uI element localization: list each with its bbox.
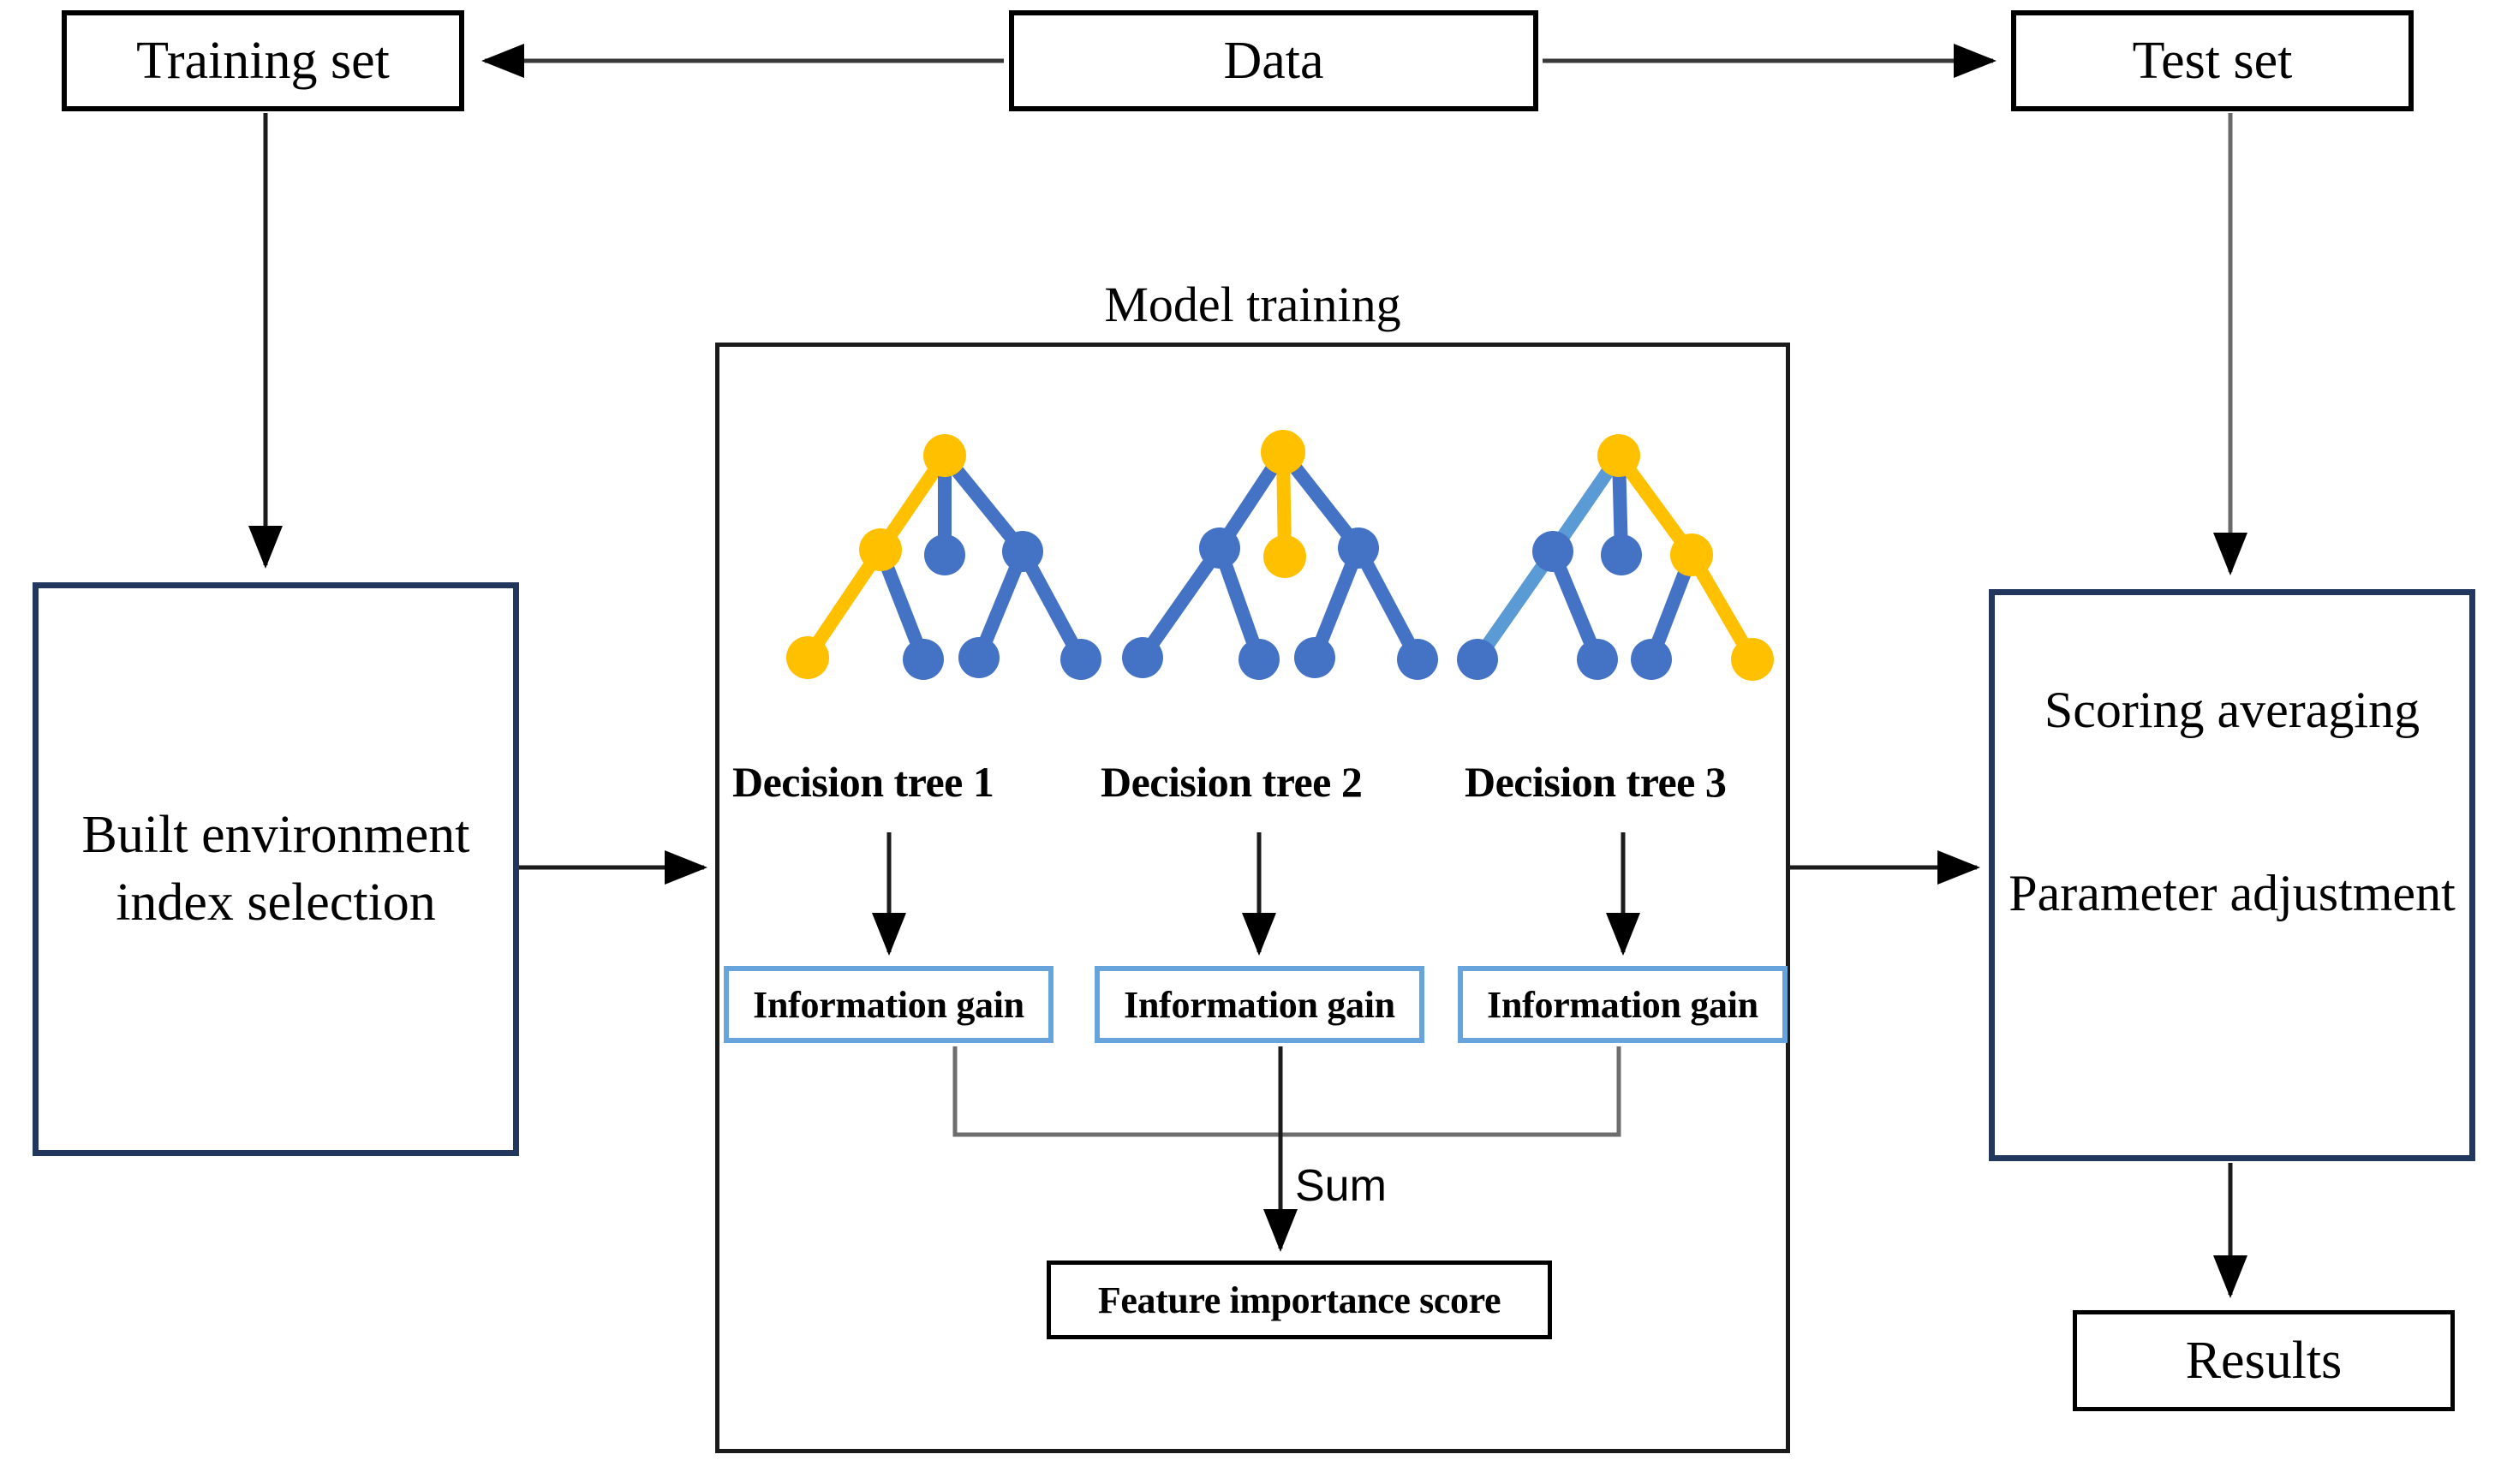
- information-gain-box-3[interactable]: Information gain: [1458, 966, 1788, 1043]
- built-environment-label: Built environment index selection: [81, 805, 470, 932]
- decision-tree-2-label: Decision tree 2: [1101, 758, 1363, 806]
- scoring-averaging-parameter-adjustment-box[interactable]: Scoring averaging Parameter adjustment: [1989, 589, 2475, 1161]
- feature-importance-score-box[interactable]: Feature importance score: [1047, 1261, 1552, 1339]
- test-set-label: Test set: [2132, 31, 2293, 90]
- feature-importance-score-label: Feature importance score: [1097, 1278, 1501, 1321]
- decision-tree-3-label: Decision tree 3: [1465, 758, 1727, 806]
- decision-tree-1-label: Decision tree 1: [732, 758, 994, 806]
- training-set-box[interactable]: Training set: [62, 10, 464, 111]
- information-gain-box-1[interactable]: Information gain: [724, 966, 1054, 1043]
- information-gain-label-3: Information gain: [1487, 983, 1758, 1026]
- parameter-adjustment-label: Parameter adjustment: [2009, 865, 2456, 921]
- sum-label: Sum: [1295, 1161, 1387, 1211]
- data-label: Data: [1223, 31, 1324, 90]
- results-box[interactable]: Results: [2073, 1310, 2455, 1411]
- results-label: Results: [2185, 1331, 2343, 1390]
- training-set-label: Training set: [136, 31, 390, 90]
- built-environment-index-selection-box[interactable]: Built environment index selection: [33, 582, 519, 1156]
- information-gain-label-2: Information gain: [1124, 983, 1395, 1026]
- information-gain-box-2[interactable]: Information gain: [1095, 966, 1424, 1043]
- data-box[interactable]: Data: [1009, 10, 1538, 111]
- test-set-box[interactable]: Test set: [2011, 10, 2414, 111]
- model-training-title: Model training: [1104, 277, 1401, 332]
- scoring-averaging-label: Scoring averaging: [2044, 682, 2420, 738]
- model-training-container: [715, 343, 1790, 1453]
- information-gain-label-1: Information gain: [753, 983, 1024, 1026]
